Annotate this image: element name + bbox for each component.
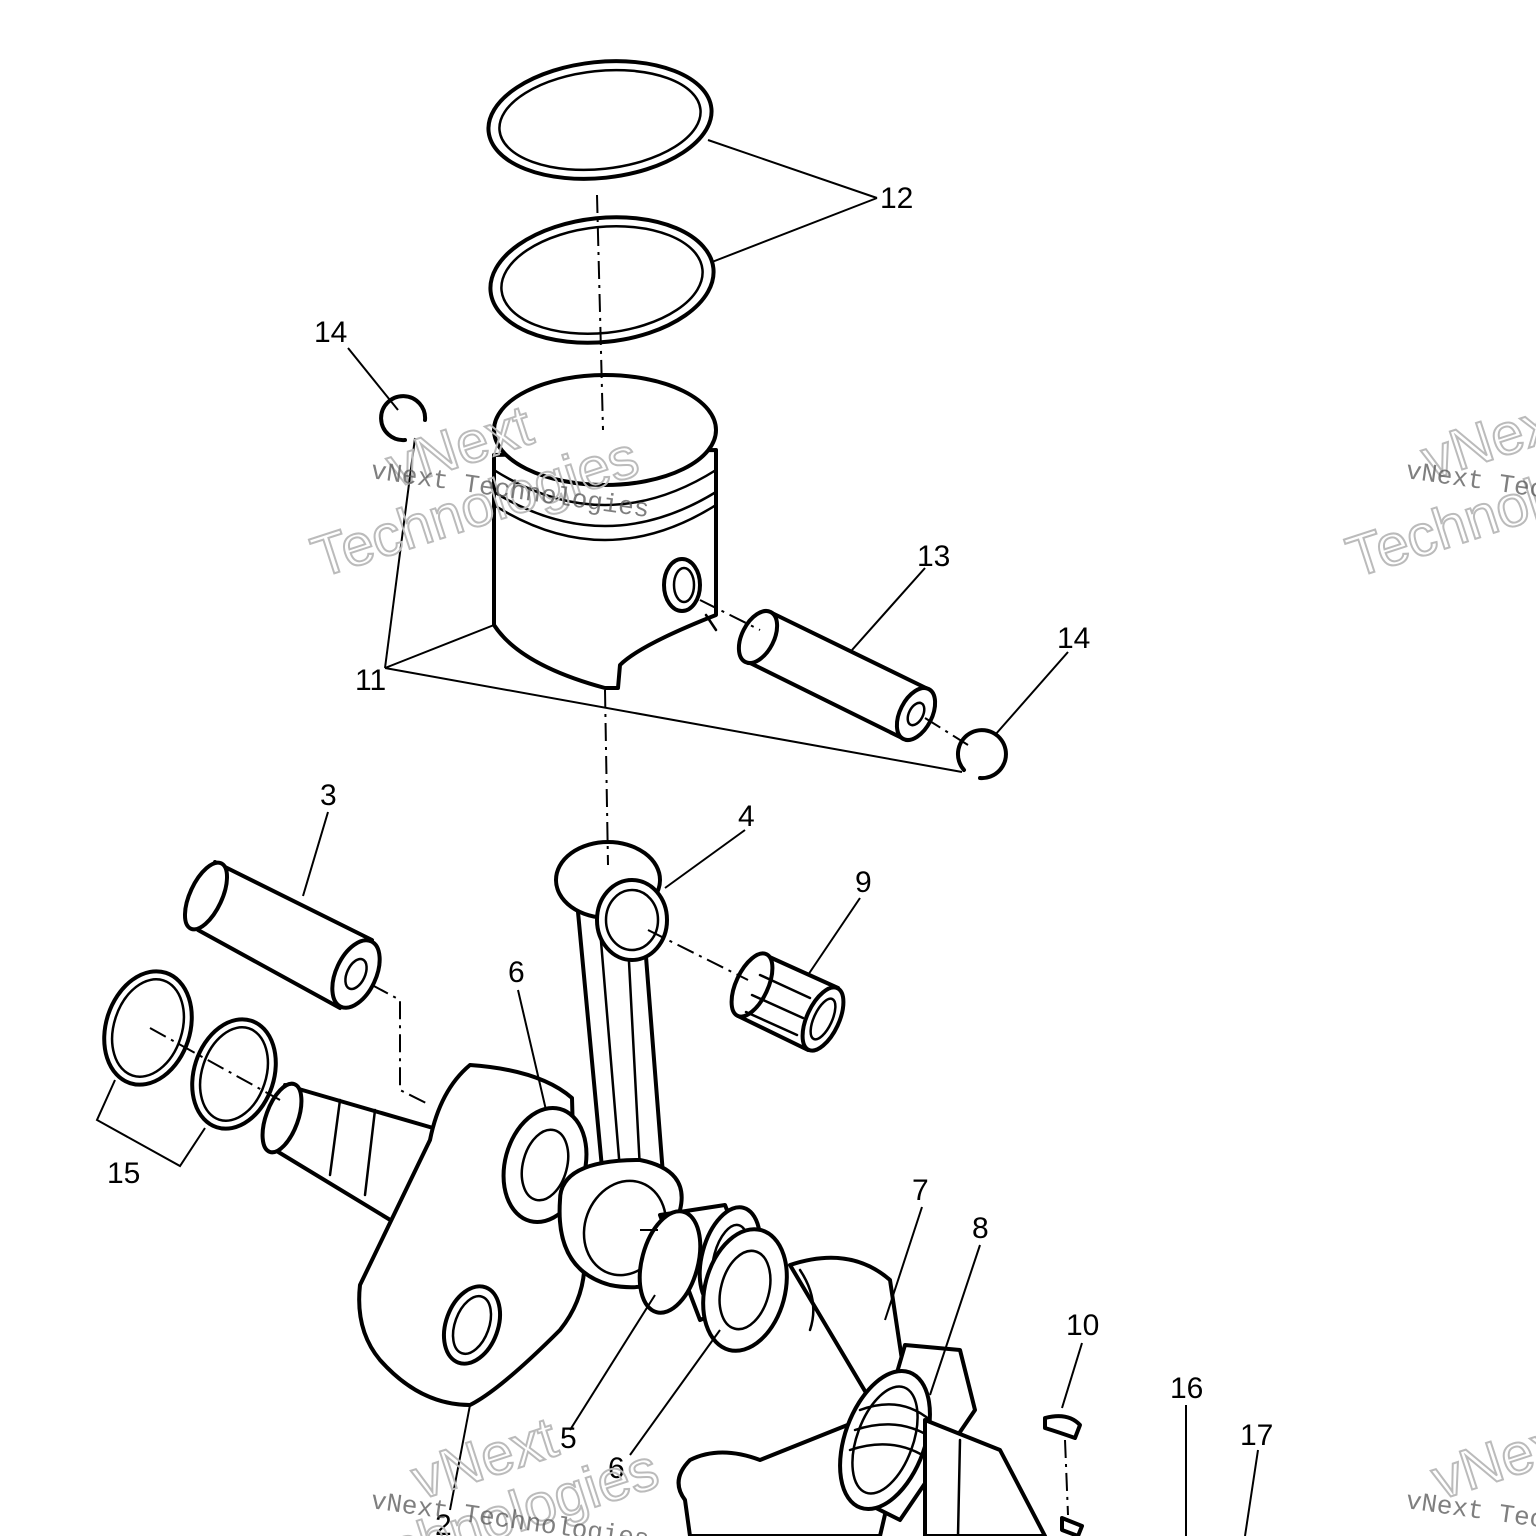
callout-6-bottom: 6 (608, 1452, 625, 1485)
shim-washer-outer (102, 969, 194, 1087)
callout-9: 9 (855, 866, 872, 899)
leader-lines (95, 139, 1259, 1536)
callout-13: 13 (917, 540, 950, 573)
callout-labels: 12 14 13 14 11 3 4 9 6 15 7 8 10 16 17 5… (107, 182, 1273, 1536)
watermark-bottom-left: vNext Technologies vNext Technologies (323, 1404, 667, 1536)
callout-3: 3 (320, 779, 337, 812)
callout-12: 12 (880, 182, 913, 215)
callout-8: 8 (972, 1212, 989, 1245)
callout-11: 11 (355, 664, 386, 697)
crankshaft-right-shaft (923, 1418, 1047, 1536)
crankshaft-left-shaft (260, 1081, 442, 1237)
piston (492, 373, 718, 690)
callout-17: 17 (1240, 1419, 1273, 1452)
callout-6-top: 6 (508, 956, 525, 989)
shaft-keyway (1060, 1516, 1084, 1536)
assembly-center-lines (149, 194, 1069, 1516)
right-main-bearing (838, 1343, 977, 1522)
piston-ring-top (486, 59, 714, 181)
callout-16: 16 (1170, 1372, 1203, 1405)
circlip-left (379, 394, 428, 443)
callout-14-right: 14 (1057, 622, 1090, 655)
callout-10: 10 (1066, 1309, 1099, 1342)
piston-ring-second (488, 215, 716, 345)
shim-washer-inner (190, 1017, 278, 1131)
piston-pin (736, 609, 938, 742)
callout-2: 2 (435, 1509, 452, 1536)
callout-14-left: 14 (314, 316, 347, 349)
center-seal (701, 1227, 789, 1353)
callout-5: 5 (560, 1422, 577, 1455)
crank-pin (182, 860, 382, 1010)
watermark-bottom-right: vNext vNext Technologies (1404, 1404, 1536, 1536)
callout-4: 4 (738, 800, 755, 833)
watermark-top-right: vNext Technologies vNext Technologies (1338, 384, 1536, 592)
callout-7: 7 (912, 1174, 929, 1207)
needle-bearing (729, 951, 846, 1053)
connecting-rod (554, 840, 692, 1290)
woodruff-key (1043, 1414, 1082, 1440)
circlip-right (955, 728, 1008, 781)
callout-15: 15 (107, 1157, 140, 1190)
